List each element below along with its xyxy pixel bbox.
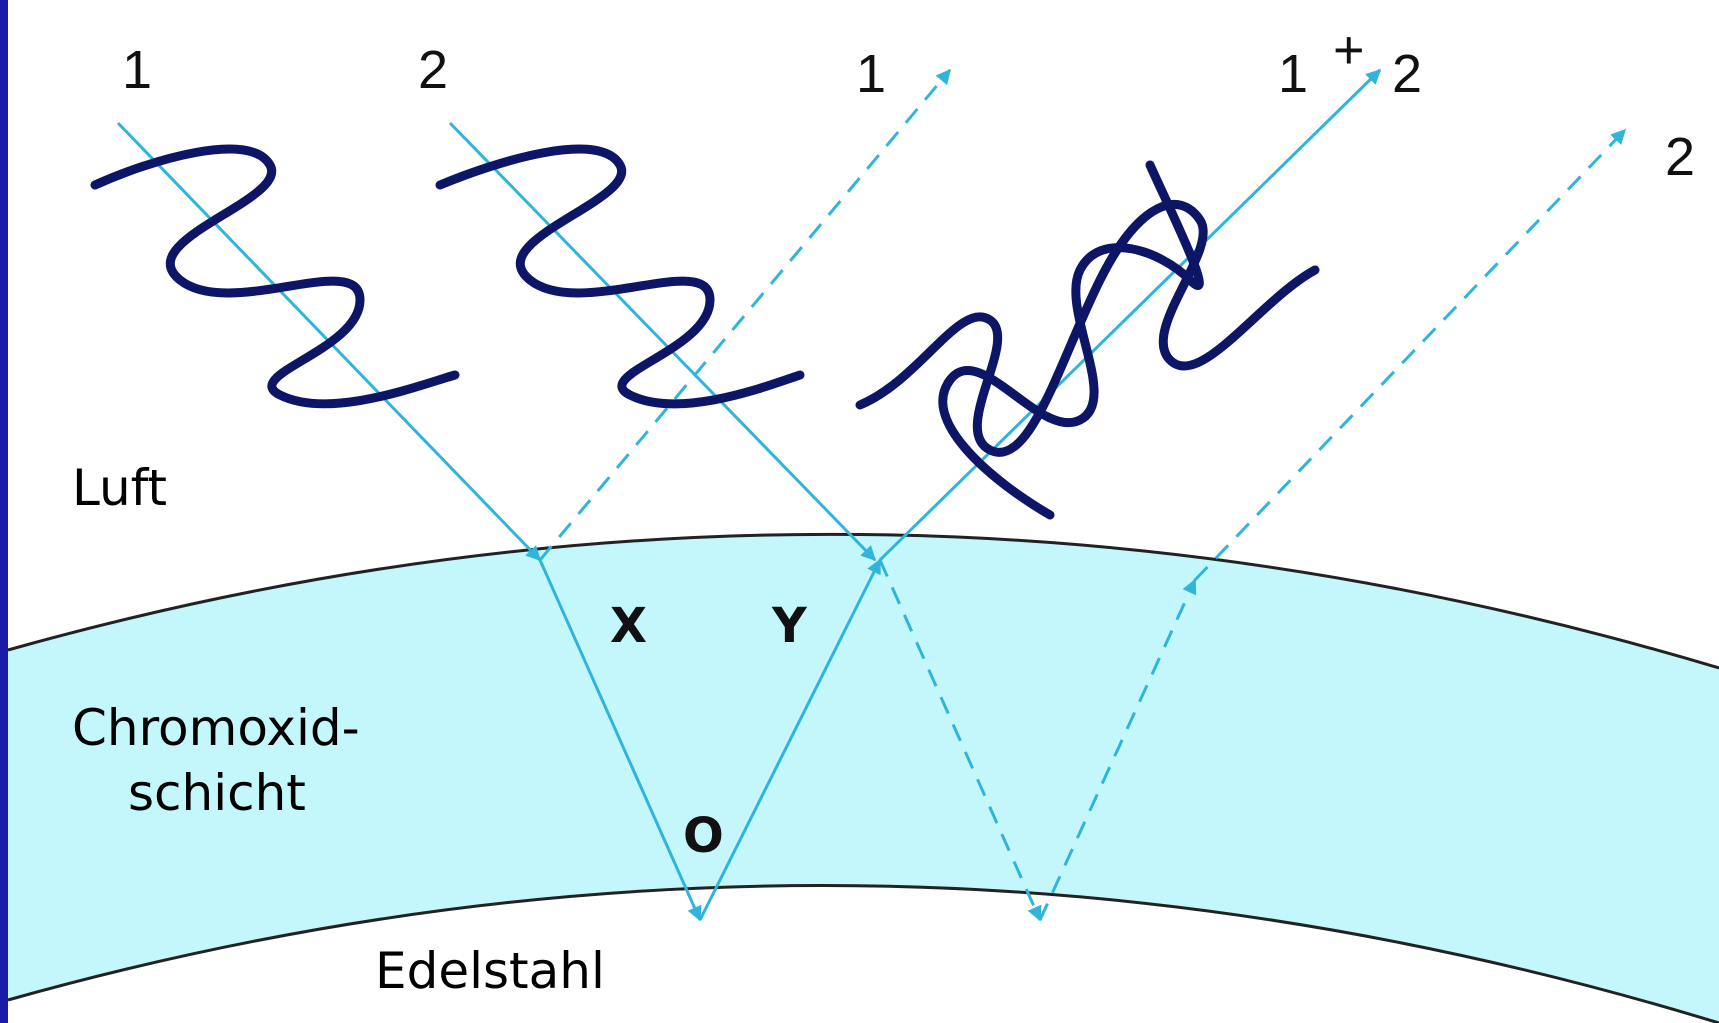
- medium-label-oxide-line1: Chromoxid-: [72, 699, 360, 757]
- medium-label-air: Luft: [72, 459, 167, 517]
- point-label-o: O: [683, 808, 724, 864]
- frame-strip: [0, 0, 8, 1023]
- ray-label-incident-2: 2: [418, 40, 448, 100]
- ray-2-incident: [448, 121, 877, 562]
- steel-region: [8, 885, 1719, 1023]
- point-label-x: X: [610, 598, 647, 654]
- ray-2-reflected-out: [1193, 128, 1627, 582]
- ray-label-reflected-2: 2: [1665, 127, 1695, 187]
- ray-1-refracted-down: [538, 559, 702, 922]
- ray-1-refracted-up: [698, 558, 882, 921]
- point-label-y: Y: [771, 598, 808, 654]
- oxide-layer: [8, 534, 1719, 1023]
- wave-combined-2: [938, 160, 1204, 520]
- air-oxide-boundary: [7, 532, 1719, 670]
- ray-label-combined-2: 2: [1392, 44, 1422, 104]
- wave-combined-1: [855, 200, 1320, 457]
- ray-combined-out: [878, 68, 1382, 562]
- medium-label-oxide-line2: schicht: [128, 764, 306, 822]
- ray-2-refracted-up: [1038, 578, 1197, 921]
- wave-2: [435, 144, 805, 409]
- ray-label-incident-1: 1: [122, 40, 152, 100]
- oxide-steel-boundary: [7, 883, 1719, 1023]
- wave-1: [90, 144, 460, 409]
- ray-label-reflected-1: 1: [856, 44, 886, 104]
- ray-label-combined-plus: +: [1333, 20, 1365, 80]
- ray-1-reflected: [538, 68, 952, 561]
- ray-label-combined-1: 1: [1278, 44, 1308, 104]
- ray-2-refracted-down: [878, 559, 1042, 922]
- medium-label-steel: Edelstahl: [375, 942, 605, 1000]
